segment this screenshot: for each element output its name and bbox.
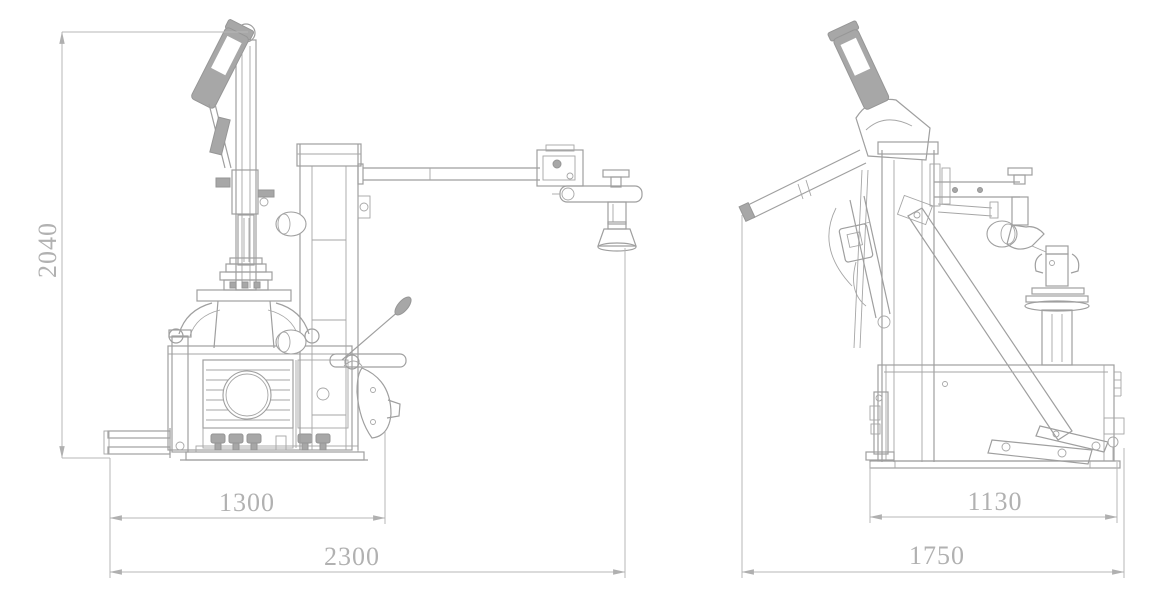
- side-view-dimensions: 1130 1750: [741, 215, 1125, 578]
- dimension-label-front-overall-width: 2300: [324, 542, 380, 571]
- side-head-arm: [929, 163, 1047, 253]
- dimension-label-side-overall-depth: 1750: [909, 541, 965, 570]
- front-pedals: [210, 433, 331, 451]
- side-diagonal-brace: [896, 194, 1073, 441]
- side-tilt-cylinder: [828, 195, 891, 329]
- front-view-dimensions: 2040 1300 2300: [33, 31, 626, 578]
- front-view-machine: [103, 19, 643, 461]
- dimension-label-front-height: 2040: [33, 222, 62, 278]
- side-tower-assembly: [827, 20, 939, 462]
- front-bead-breaker: [329, 296, 412, 439]
- front-swing-arm: [357, 144, 643, 252]
- front-column-assembly: [191, 19, 275, 291]
- side-view-machine: [738, 20, 1125, 469]
- side-swing-arm: [738, 149, 867, 223]
- dimension-label-side-inner-depth: 1130: [967, 487, 1022, 516]
- front-mast: [275, 143, 371, 450]
- front-base-cabinet: [103, 329, 368, 461]
- side-clamp-tower: [1024, 245, 1090, 366]
- dimension-label-front-inner-width: 1300: [219, 488, 275, 517]
- side-base-box: [865, 364, 1125, 469]
